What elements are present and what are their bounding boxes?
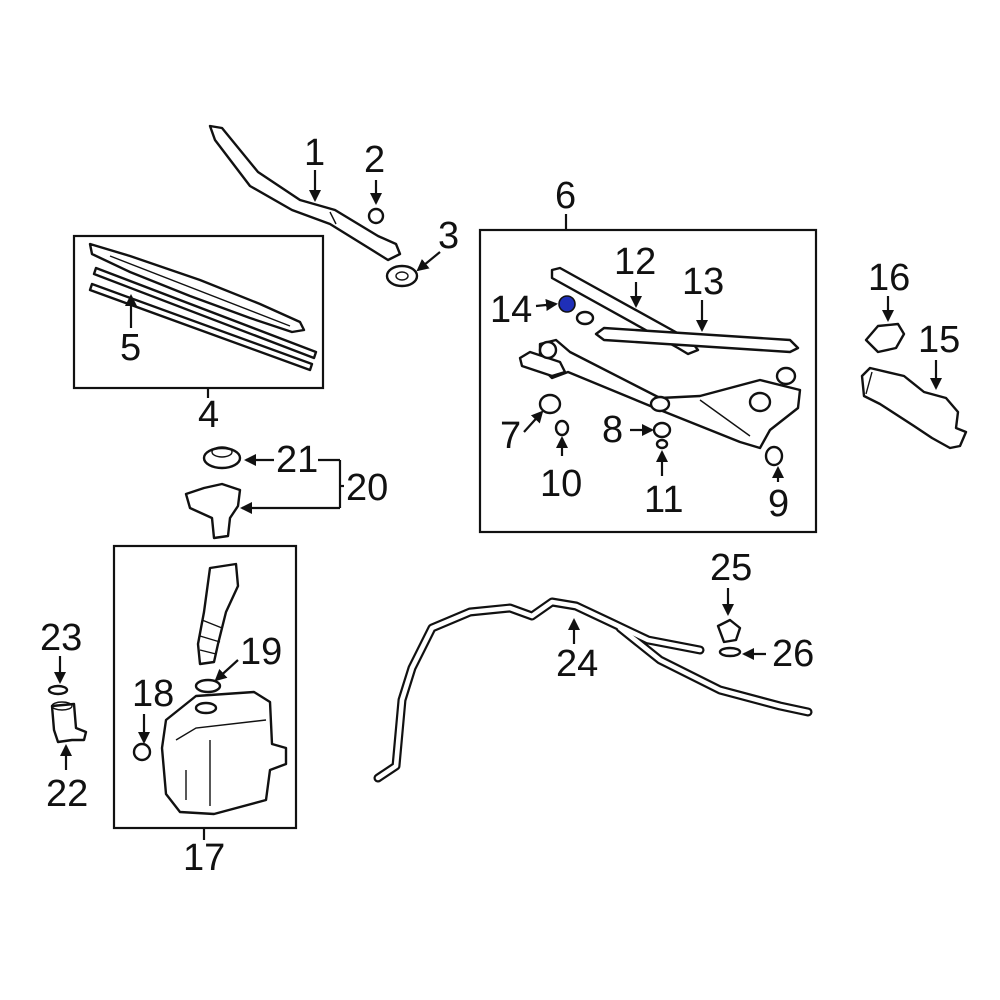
part-16-motor-cover[interactable]: [864, 322, 906, 354]
callout-12: 12: [614, 241, 656, 283]
callout-10: 10: [540, 463, 582, 505]
leader-7: [523, 410, 544, 433]
part-4-wiper-blade[interactable]: [88, 242, 306, 334]
callout-25: 25: [710, 547, 752, 589]
part-15-wiper-motor[interactable]: [860, 366, 968, 450]
part-2-nut[interactable]: [367, 207, 385, 225]
callout-3: 3: [438, 215, 459, 257]
callout-4: 4: [198, 394, 219, 436]
callout-24: 24: [556, 643, 598, 685]
part-21-filler-cap[interactable]: [202, 446, 242, 470]
callout-8: 8: [602, 409, 623, 451]
callout-1: 1: [304, 132, 325, 174]
callout-13: 13: [682, 261, 724, 303]
box-4-wiper-blade: [72, 234, 325, 390]
callout-21: 21: [276, 439, 318, 481]
part-7-grommet[interactable]: [538, 393, 562, 415]
part-22-washer-pump[interactable]: [50, 701, 88, 744]
part-14-pivot-cap[interactable]: [558, 295, 576, 313]
part-3-washer[interactable]: [385, 264, 419, 288]
part-10-bushing[interactable]: [554, 419, 570, 437]
part-20-filler-neck[interactable]: [184, 482, 242, 540]
callout-5: 5: [120, 327, 141, 369]
callout-20: 20: [346, 467, 388, 509]
part-9-grommet[interactable]: [764, 445, 784, 467]
callout-22: 22: [46, 773, 88, 815]
callout-23: 23: [40, 617, 82, 659]
callout-17: 17: [183, 837, 225, 879]
callout-11: 11: [644, 479, 683, 521]
part-18-grommet[interactable]: [132, 742, 152, 762]
part-13-connecting-rod[interactable]: [594, 326, 800, 354]
wiper-linkage-frame[interactable]: [518, 338, 802, 450]
leader-14: [535, 299, 558, 311]
part-17-reservoir-hose[interactable]: [196, 562, 240, 666]
part-26-o-ring[interactable]: [718, 646, 742, 658]
callout-15: 15: [918, 319, 960, 361]
callout-6: 6: [555, 175, 576, 217]
part-24-washer-hose[interactable]: [373, 597, 813, 783]
callout-26: 26: [772, 633, 814, 675]
callout-2: 2: [364, 139, 385, 181]
callout-14: 14: [490, 289, 532, 331]
leader-3: [416, 251, 441, 272]
part-25-washer-nozzle[interactable]: [716, 618, 742, 644]
part-1-wiper-arm[interactable]: [208, 124, 402, 262]
leader-19: [214, 659, 239, 682]
callout-16: 16: [868, 257, 910, 299]
part-17-reservoir-tank[interactable]: [160, 690, 288, 816]
part-8-nut[interactable]: [652, 421, 672, 439]
part-11-bolt[interactable]: [655, 438, 669, 450]
callout-9: 9: [768, 483, 789, 525]
box-6-wiper-linkage: [478, 228, 818, 534]
callout-18: 18: [132, 673, 174, 715]
callout-19: 19: [240, 631, 282, 673]
part-5-blade-insert[interactable]: [88, 266, 318, 372]
part-14-bushing: [575, 310, 595, 326]
callout-7: 7: [500, 415, 521, 457]
part-23-pump-seal[interactable]: [47, 684, 69, 696]
part-19-seal[interactable]: [194, 678, 222, 694]
